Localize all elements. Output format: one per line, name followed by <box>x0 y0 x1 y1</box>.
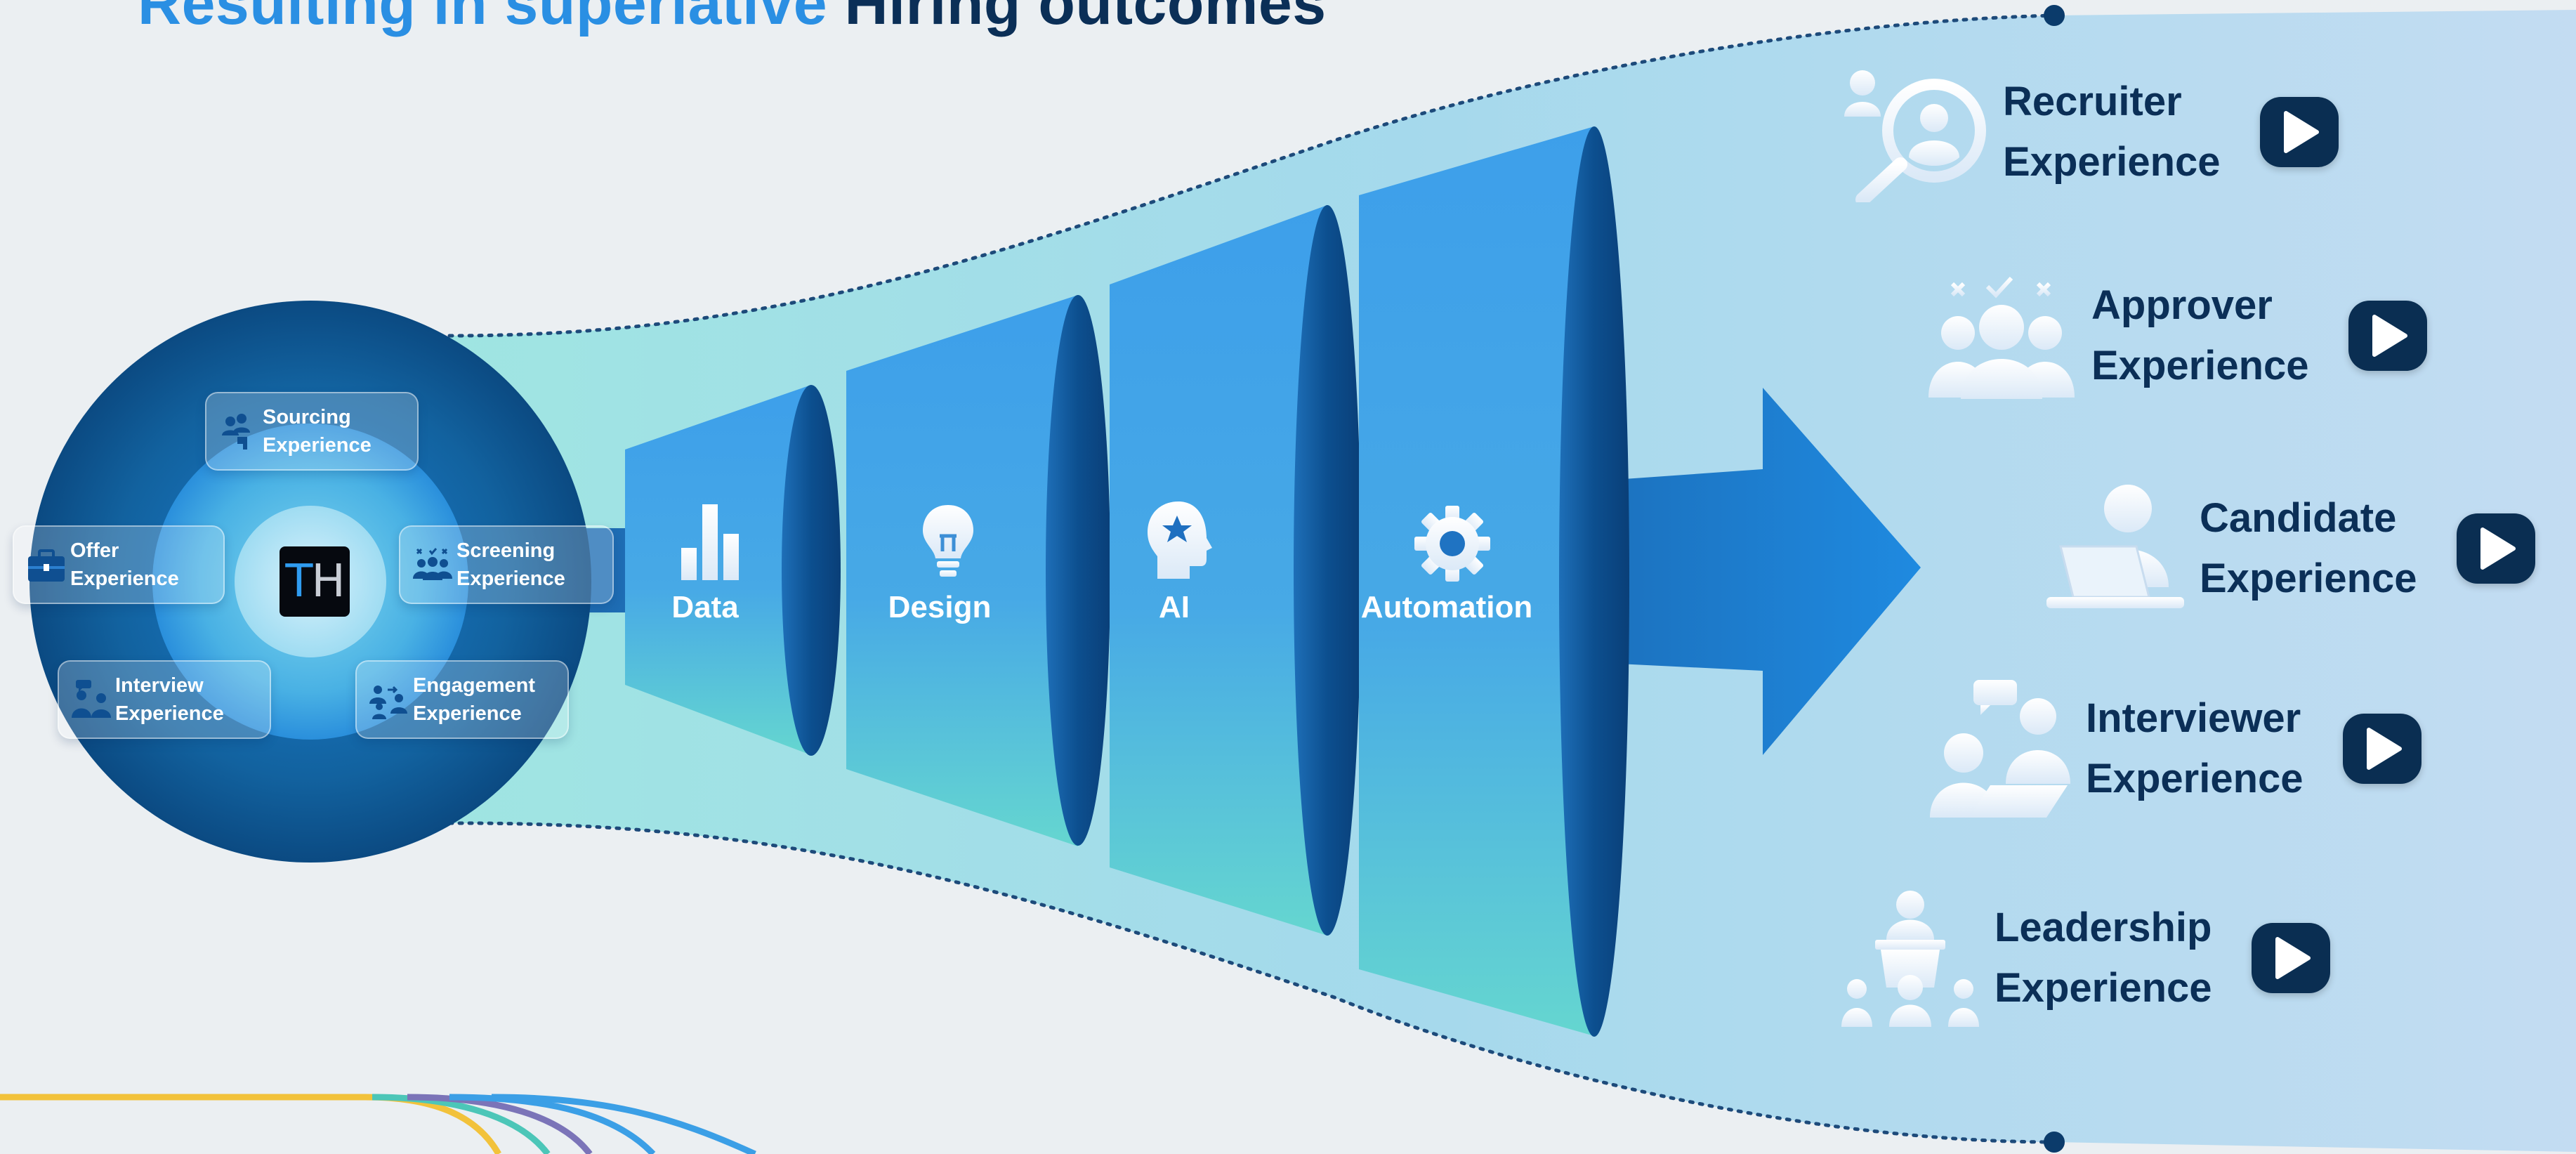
funnel-label-design: Design <box>888 590 992 624</box>
screening-icon <box>413 548 452 580</box>
sourcing-icon <box>222 414 250 450</box>
leadership-play-button[interactable] <box>2251 923 2330 993</box>
headline-accent-text: Resulting in superlative <box>138 0 828 37</box>
outcome-title-line2: Experience <box>2091 343 2309 388</box>
output-arrow <box>1545 388 1921 755</box>
play-icon <box>2283 111 2319 153</box>
chip-label-line1: Offer <box>70 539 119 562</box>
outcome-candidate-experience: Candidate Experience <box>2045 482 2535 615</box>
logo-letter-t: T <box>285 556 313 608</box>
approver-group-icon <box>1928 276 2075 399</box>
chip-label-line2: Experience <box>70 568 179 590</box>
chip-label-line1: Engagement <box>413 674 536 697</box>
chip-screening-experience: Screening Experience <box>399 525 614 604</box>
outcome-leadership-experience: Leadership Experience <box>1840 889 2330 1027</box>
funnel-stage-ai-cone <box>1110 205 1361 936</box>
funnel-stage-data-cone <box>625 385 841 756</box>
chip-label-line2: Experience <box>115 702 224 725</box>
chip-offer-experience: Offer Experience <box>13 525 225 604</box>
funnel-stage-automation-cone <box>1359 126 1629 1037</box>
interview-icon <box>72 680 111 718</box>
outcome-interviewer-experience: Interviewer Experience <box>1927 680 2421 818</box>
outcome-title-line1: Recruiter <box>2003 79 2182 124</box>
outcome-title-line1: Approver <box>2091 282 2273 328</box>
outcome-title-line1: Leadership <box>1995 905 2212 950</box>
outcome-title-line1: Candidate <box>2200 495 2397 541</box>
chip-label-line1: Screening <box>456 539 556 562</box>
outcome-approver-experience: Approver Experience <box>1926 273 2427 399</box>
approver-play-button[interactable] <box>2348 301 2427 371</box>
ai-head-icon <box>1148 501 1212 579</box>
gear-icon <box>1414 506 1490 582</box>
ribbon-top-endpoint-dot <box>2044 5 2065 26</box>
headline: Resulting in superlative Hiring outcomes <box>138 0 1327 34</box>
play-icon <box>2372 315 2407 357</box>
play-icon <box>2366 728 2402 770</box>
ribbon-bottom-dotted-line <box>447 821 2056 1144</box>
candidate-laptop-icon <box>2046 485 2184 608</box>
interviewer-play-button[interactable] <box>2342 714 2421 784</box>
leadership-podium-icon <box>1841 891 1979 1027</box>
outcome-recruiter-experience: Recruiter Experience <box>1841 62 2339 202</box>
outcome-title-line1: Interviewer <box>2086 695 2301 741</box>
play-icon <box>2480 527 2516 570</box>
chip-label-line1: Interview <box>115 674 204 697</box>
logo-letter-h: H <box>311 556 345 608</box>
bar-chart-icon <box>681 504 739 580</box>
funnel-label-data: Data <box>671 590 739 624</box>
funnel-label-automation: Automation <box>1360 590 1533 624</box>
decorative-bottom-lines <box>0 1094 756 1154</box>
recruiter-search-icon <box>1844 70 1986 202</box>
chip-label-line2: Experience <box>456 568 565 590</box>
outcome-title-line2: Experience <box>2003 139 2221 185</box>
interviewer-icon <box>1930 680 2070 818</box>
outcome-title-line2: Experience <box>1995 965 2212 1011</box>
funnel-stage-design-cone <box>846 295 1110 846</box>
recruiter-play-button[interactable] <box>2259 97 2339 167</box>
ribbon-bottom-endpoint-dot <box>2044 1132 2065 1153</box>
outcome-title-line2: Experience <box>2086 756 2304 801</box>
funnel-label-ai: AI <box>1159 590 1190 624</box>
chip-label-line2: Experience <box>413 702 522 725</box>
chip-engagement-experience: Engagement Experience <box>355 660 569 739</box>
headline-main-text: Hiring outcomes <box>844 0 1327 37</box>
outcome-title-line2: Experience <box>2200 556 2417 601</box>
chip-sourcing-experience: Sourcing Experience <box>205 392 419 471</box>
play-icon <box>2275 937 2311 979</box>
briefcase-icon <box>28 549 65 582</box>
chip-label-line2: Experience <box>263 434 372 457</box>
chip-interview-experience: Interview Experience <box>58 660 271 739</box>
chip-label-line1: Sourcing <box>263 406 351 428</box>
engagement-icon <box>369 686 407 719</box>
candidate-play-button[interactable] <box>2456 513 2535 584</box>
lightbulb-icon <box>923 505 973 577</box>
